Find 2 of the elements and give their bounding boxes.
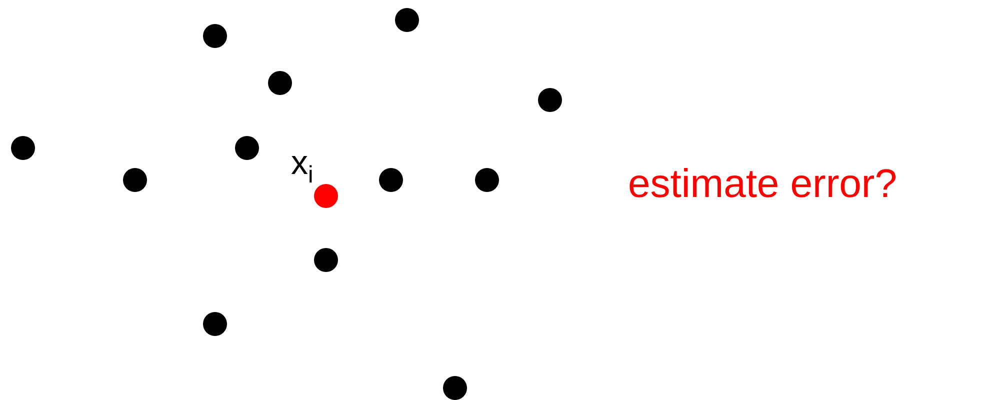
point-label: x$_{i}$ bbox=[291, 146, 314, 180]
question-text: estimate error? bbox=[628, 164, 897, 204]
